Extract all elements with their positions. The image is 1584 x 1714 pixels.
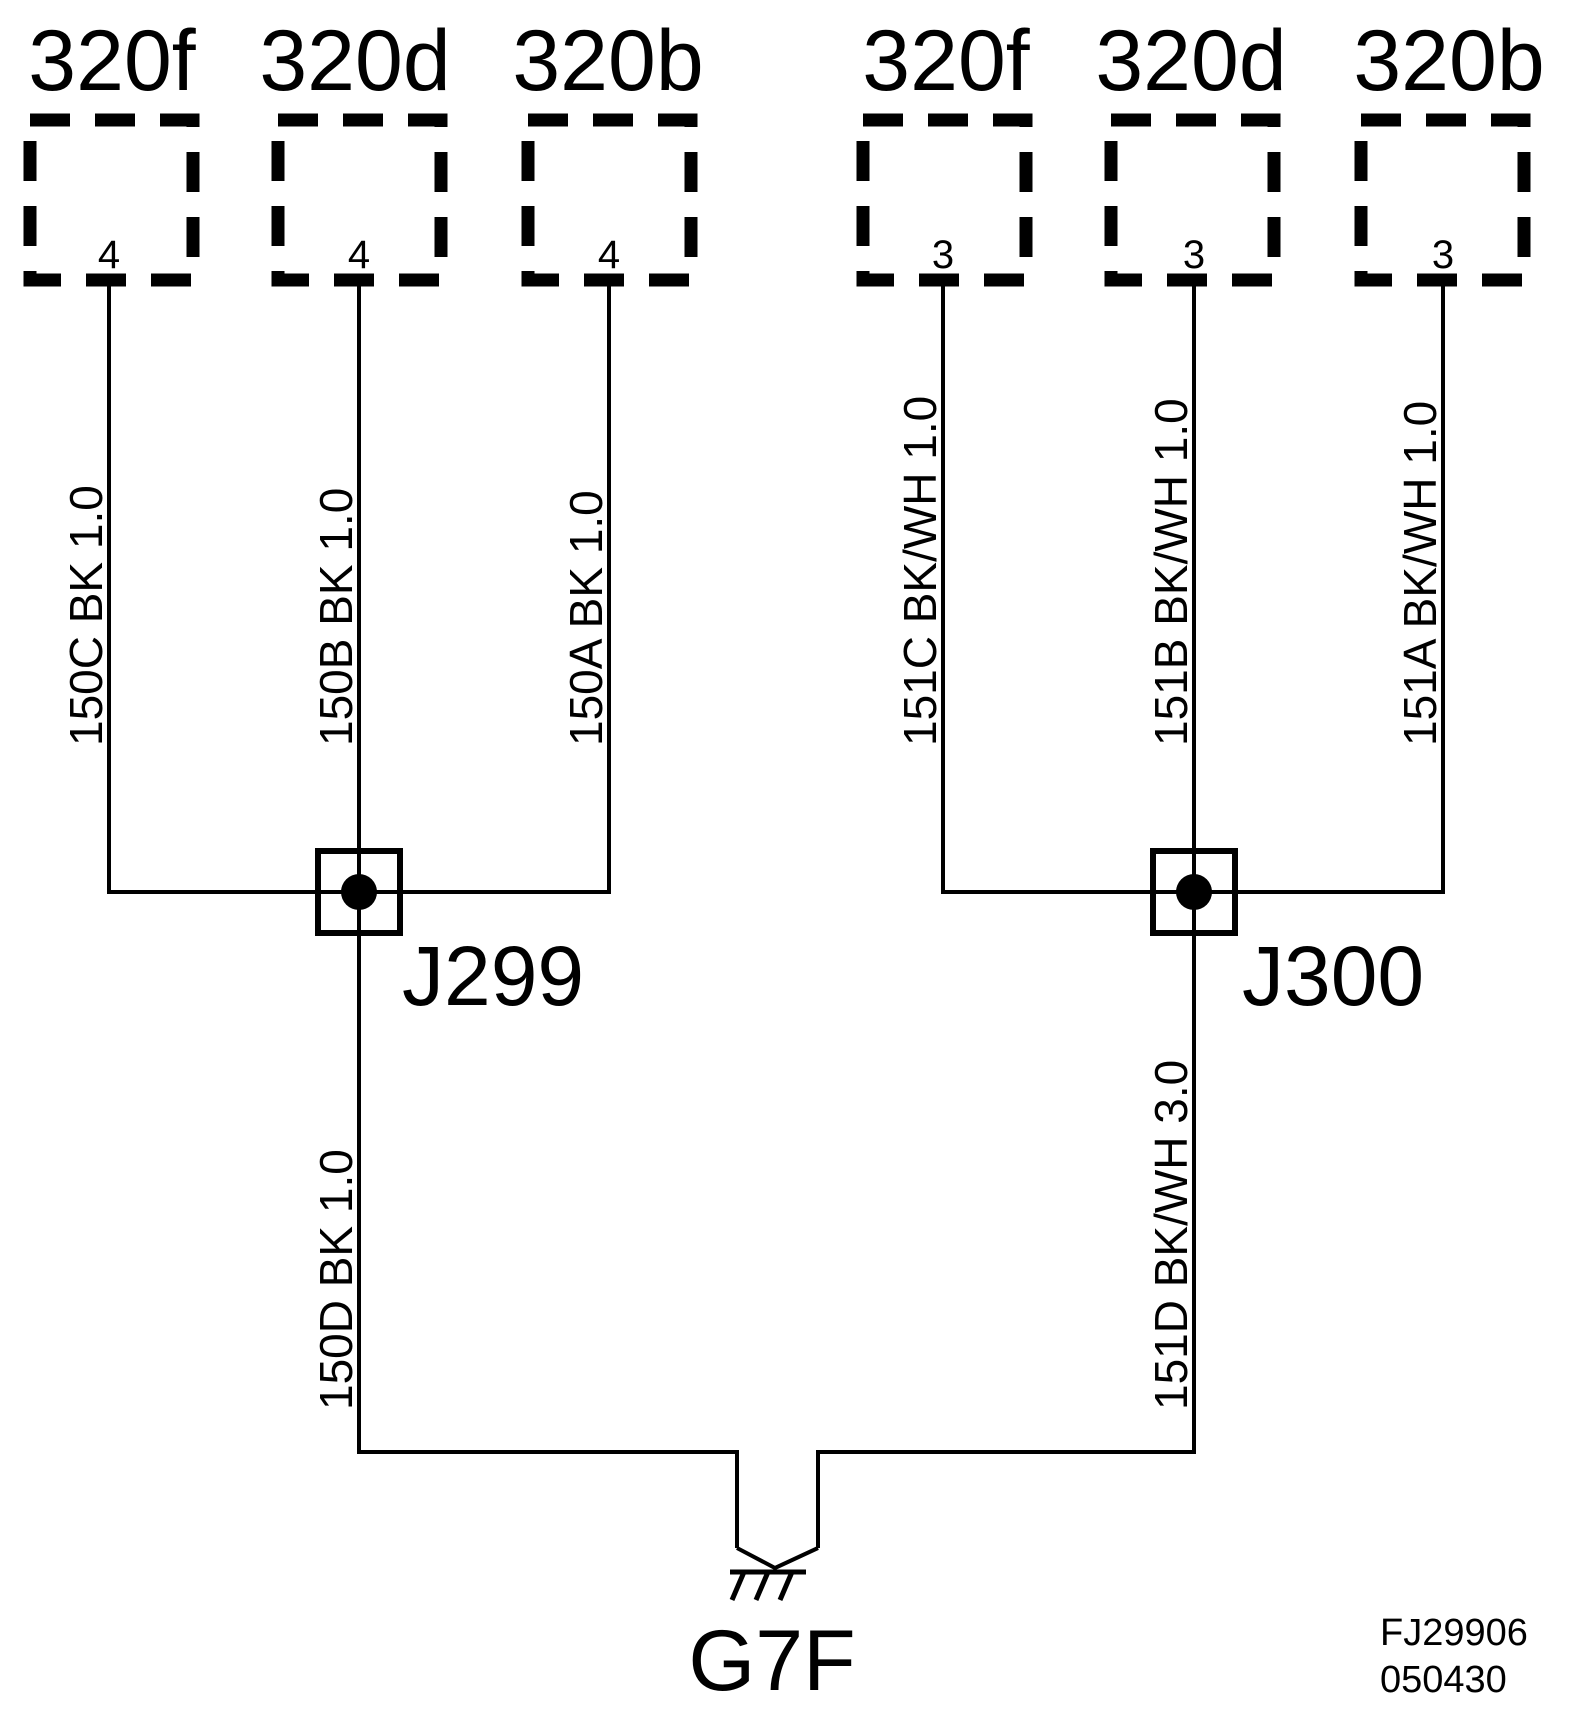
pin-number: 3	[1183, 233, 1205, 277]
reference-code-line1: FJ29906	[1380, 1612, 1528, 1654]
connector-320d-right-label: 320d	[1095, 13, 1286, 109]
connector-320f-left-label: 320f	[28, 13, 196, 109]
junction-j300-dot	[1176, 874, 1212, 910]
ground-icon	[729, 1546, 819, 1601]
wire-151c-label: 151C BK/WH 1.0	[894, 396, 946, 746]
junction-j299-label: J299	[402, 929, 584, 1023]
connector-320b-right-box	[1354, 113, 1531, 287]
wire-150d	[357, 892, 739, 1548]
wire-151d-label: 151D BK/WH 3.0	[1145, 1060, 1197, 1410]
connector-320b-left-box	[521, 113, 698, 287]
connector-320f-right-box	[856, 113, 1033, 287]
connector-320b-left-label: 320b	[512, 13, 703, 109]
wire-150d-label: 150D BK 1.0	[310, 1149, 362, 1410]
wire-151a-label: 151A BK/WH 1.0	[1394, 401, 1446, 746]
connector-320d-left-label: 320d	[259, 13, 450, 109]
pin-number: 4	[98, 233, 120, 277]
pin-number: 3	[1432, 233, 1454, 277]
reference-code-line2: 050430	[1380, 1659, 1507, 1701]
wire-151c	[941, 282, 1194, 894]
pin-number: 3	[932, 233, 954, 277]
wire-151a	[1194, 282, 1445, 894]
wire-150a-label: 150A BK 1.0	[560, 490, 612, 746]
connector-320f-left-box	[23, 113, 200, 287]
junction-j300-label: J300	[1242, 929, 1424, 1023]
connector-320b-right-label: 320b	[1353, 13, 1544, 109]
junction-j299-box	[315, 848, 403, 936]
connector-320f-right-label: 320f	[862, 13, 1030, 109]
junction-j299-dot	[341, 874, 377, 910]
pin-number: 4	[348, 233, 370, 277]
pin-number: 4	[598, 233, 620, 277]
ground-label: G7F	[688, 1613, 855, 1709]
wire-150a	[359, 282, 611, 894]
wire-150c	[107, 282, 359, 894]
wire-150c-label: 150C BK 1.0	[60, 485, 112, 746]
junction-j300-box	[1150, 848, 1238, 936]
wire-151b-label: 151B BK/WH 1.0	[1145, 398, 1197, 746]
connector-320d-right-box	[1104, 113, 1281, 287]
wire-151d	[816, 892, 1196, 1548]
connector-320d-left-box	[271, 113, 448, 287]
wire-150b-label: 150B BK 1.0	[310, 488, 362, 746]
